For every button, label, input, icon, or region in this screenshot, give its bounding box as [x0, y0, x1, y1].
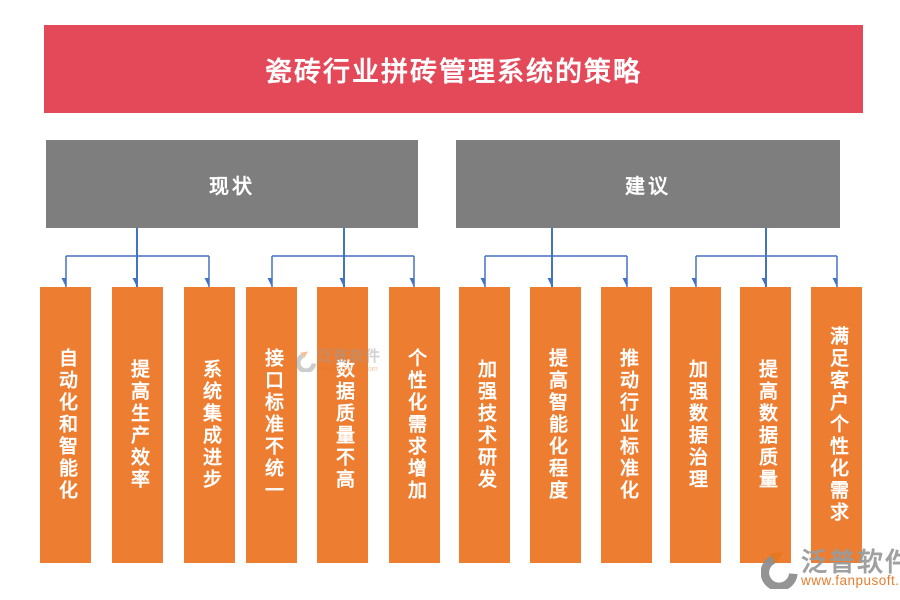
fanpu-logo-icon [761, 551, 798, 589]
pillar-data-quality-low: 数据质量不高 [317, 287, 368, 563]
watermark-bottom-right: 泛普软件 www.fanpusoft.com [761, 549, 900, 589]
pillar-personalized-demand-growing: 个性化需求增加 [389, 287, 440, 563]
pillar-system-integration-progress: 系统集成进步 [184, 287, 235, 563]
pillar-strengthen-rd: 加强技术研发 [459, 287, 510, 563]
pillar-label: 系统集成进步 [199, 359, 221, 491]
watermark-url: www.fanpusoft.com [801, 573, 900, 588]
group-box-current: 现状 [46, 140, 418, 228]
pillar-label: 提高生产效率 [127, 359, 149, 491]
pillar-label: 加强技术研发 [474, 359, 496, 491]
pillar-automation-and-intelligence: 自动化和智能化 [40, 287, 91, 563]
watermark-brand: 泛普软件 [317, 348, 382, 365]
pillar-label: 加强数据治理 [685, 359, 707, 491]
pillar-label: 自动化和智能化 [55, 348, 77, 502]
pillar-label: 接口标准不统一 [261, 348, 283, 502]
group-label-suggestion: 建议 [625, 175, 671, 198]
title-banner: 瓷砖行业拼砖管理系统的策略 [44, 25, 863, 113]
pillar-improve-data-quality: 提高数据质量 [740, 287, 791, 563]
pillar-label: 满足客户个性化需求 [826, 326, 848, 524]
pillar-label: 提高智能化程度 [545, 348, 567, 502]
pillar-label: 个性化需求增加 [404, 348, 426, 502]
pillar-promote-industry-standardization: 推动行业标准化 [601, 287, 652, 563]
pillar-meet-customer-personalization: 满足客户个性化需求 [811, 287, 862, 563]
pillar-improve-production-efficiency: 提高生产效率 [112, 287, 163, 563]
group-box-suggestion: 建议 [456, 140, 840, 228]
pillar-label: 提高数据质量 [755, 359, 777, 491]
pillar-interface-standards-inconsistent: 接口标准不统一 [246, 287, 297, 563]
group-label-current: 现状 [209, 175, 255, 198]
watermark-brand: 泛普软件 [801, 547, 900, 577]
fanpu-logo-icon [296, 351, 317, 372]
pillar-label: 数据质量不高 [332, 359, 354, 491]
page-title: 瓷砖行业拼砖管理系统的策略 [265, 56, 642, 87]
pillar-improve-intelligence-level: 提高智能化程度 [530, 287, 581, 563]
pillar-label: 推动行业标准化 [616, 348, 638, 502]
watermark-center: 泛普软件 www.fanpusoft.com [296, 348, 382, 373]
pillar-strengthen-data-governance: 加强数据治理 [670, 287, 721, 563]
watermark-url: www.fanpusoft.com [317, 365, 378, 373]
